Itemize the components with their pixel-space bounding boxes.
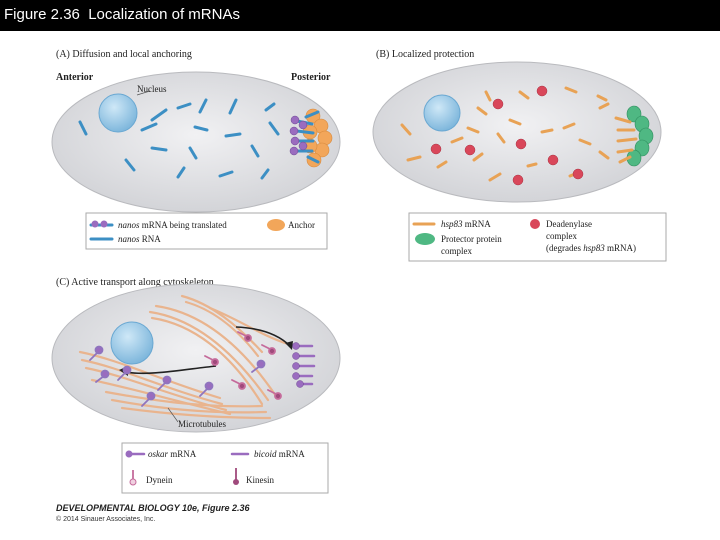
legend-kinesin-label: Kinesin — [246, 475, 274, 485]
ribosome — [289, 126, 299, 136]
nucleus-b — [423, 94, 461, 132]
nanos-rna — [224, 132, 242, 138]
hsp83-mrna-group — [400, 86, 610, 182]
microtubules-pointer — [167, 407, 179, 423]
nucleus-c — [110, 321, 154, 365]
nucleus-label: Nucleus — [137, 84, 167, 94]
arrow-head — [285, 341, 293, 350]
legend-a — [85, 212, 328, 250]
nanos-rna — [176, 102, 192, 110]
book-credit: DEVELOPMENTAL BIOLOGY 10e, Figure 2.36 — [56, 503, 250, 513]
microtubule — [150, 316, 264, 406]
microtubule — [148, 310, 270, 402]
legend-dynein-label: Dynein — [146, 475, 173, 485]
panel-c-label: (C) Active transport along cytoskeleton — [56, 277, 214, 288]
deadenylase — [572, 168, 584, 180]
legend-bicoid-label: bicoid mRNA — [254, 449, 305, 459]
nanos-rna-group — [78, 98, 280, 180]
legend-kinesin-dot — [233, 479, 239, 485]
panel-b-label: (B) Localized protection — [376, 49, 474, 60]
nanos-rna — [218, 170, 234, 178]
nanos-rna — [176, 166, 186, 179]
deadenylase — [547, 154, 559, 166]
posterior-label: Posterior — [291, 72, 331, 83]
nanos-rna — [193, 125, 209, 132]
title-bar: Figure 2.36 Localization of mRNAs — [0, 0, 720, 31]
legend-oskar-label: oskar mRNA — [148, 449, 197, 459]
deadenylase — [492, 98, 504, 110]
microtubule — [184, 300, 260, 358]
translated-nanos-cluster — [289, 110, 320, 164]
ribosome — [298, 141, 308, 151]
nanos-rna — [150, 108, 168, 122]
deadenylase — [430, 143, 442, 155]
deadenylase — [515, 138, 527, 150]
microtubule — [104, 390, 264, 408]
microtubule-bundle — [78, 294, 290, 420]
nanos-rna — [250, 144, 260, 158]
protector-cluster — [614, 105, 654, 167]
nanos-rna — [264, 102, 276, 112]
microtubule — [110, 398, 268, 414]
legend-oskar-dot — [125, 450, 133, 458]
ribosome — [290, 115, 300, 125]
legend-deadenylase-label-3: (degrades hsp83 mRNA) — [546, 243, 636, 253]
microtubule — [208, 306, 290, 346]
legend-deadenylase-label-1: Deadenylase — [546, 219, 592, 229]
legend-protector-label-1: Protector protein — [441, 234, 502, 244]
transport-arrow-anterior — [125, 365, 217, 375]
copyright: © 2014 Sinauer Associates, Inc. — [56, 516, 156, 523]
deadenylase — [464, 144, 476, 156]
legend-dynein-dot — [129, 478, 137, 486]
legend-anchor-swatch — [267, 219, 285, 231]
nanos-rna — [124, 158, 136, 172]
legend-c — [121, 442, 329, 494]
microtubule — [120, 406, 272, 420]
nanos-rna — [260, 168, 270, 180]
legend-ribosome-swatch — [91, 220, 99, 228]
deadenylase-group — [430, 85, 584, 186]
motor-complexes — [89, 331, 282, 407]
ribosome — [298, 120, 308, 130]
anterior-label: Anterior — [56, 72, 94, 83]
legend-deadenylase-label-2: complex — [546, 231, 577, 241]
oskar-cluster — [292, 342, 316, 388]
nucleus-pointer — [136, 90, 151, 96]
microtubule — [180, 294, 264, 354]
deadenylase — [512, 174, 524, 186]
legend-hsp83-label: hsp83 mRNA — [441, 219, 491, 229]
legend-protector-swatch — [415, 233, 435, 245]
nanos-rna — [268, 121, 280, 136]
nanos-rna — [188, 146, 198, 160]
anchor — [317, 130, 333, 146]
microtubule — [80, 358, 224, 406]
microtubules-label: Microtubules — [178, 419, 226, 429]
figure-title: Figure 2.36 Localization of mRNAs — [4, 6, 240, 23]
nanos-rna — [78, 120, 88, 136]
nanos-rna — [150, 146, 168, 152]
panel-a-label: (A) Diffusion and local anchoring — [56, 49, 192, 60]
legend-anchor-label: Anchor — [288, 220, 315, 230]
nanos-rna — [198, 98, 208, 114]
legend-deadenylase-swatch — [530, 219, 540, 229]
deadenylase — [536, 85, 548, 97]
legend-translated-label: nanos mRNA being translated — [118, 220, 227, 230]
ribosome — [290, 136, 300, 146]
ribosome — [289, 146, 299, 156]
legend-protector-label-2: complex — [441, 246, 472, 256]
nanos-rna — [140, 122, 158, 132]
legend-rna-label: nanos RNA — [118, 234, 161, 244]
nucleus-a — [98, 93, 138, 133]
microtubule — [154, 304, 278, 398]
legend-ribosome-swatch — [100, 220, 108, 228]
nanos-rna — [228, 98, 238, 115]
